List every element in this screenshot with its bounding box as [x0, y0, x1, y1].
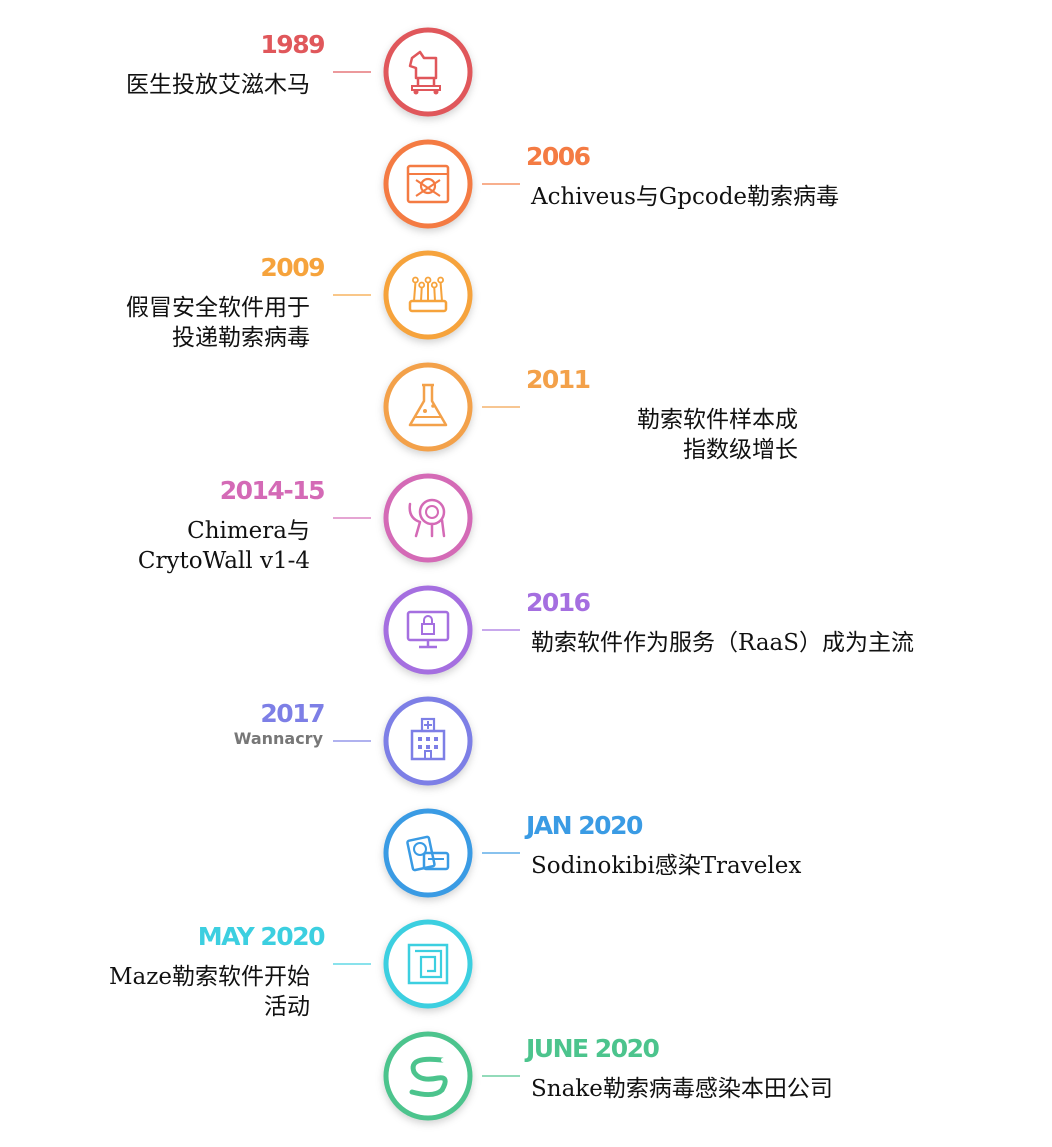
- chimera-beast-icon: [408, 498, 446, 538]
- flask-icon: [408, 383, 448, 427]
- event-description: Snake勒索病毒感染本田公司: [531, 1074, 833, 1104]
- event-description: 医生投放艾滋木马: [126, 70, 310, 100]
- event-year: 2009: [260, 253, 325, 282]
- event-description: Achiveus与Gpcode勒索病毒: [531, 182, 839, 212]
- node-circle: [383, 139, 473, 229]
- description-line: 活动: [264, 994, 310, 1020]
- event-description: Sodinokibi感染Travelex: [531, 851, 801, 881]
- description-line: 指数级增长: [683, 437, 798, 463]
- description-line: Snake勒索病毒感染本田公司: [531, 1076, 833, 1102]
- event-subtitle: Wannacry: [233, 729, 323, 748]
- description-line: Sodinokibi感染Travelex: [531, 853, 802, 879]
- locked-monitor-icon: [406, 610, 450, 649]
- description-line: 勒索软件作为服务（RaaS）成为主流: [531, 630, 915, 656]
- timeline-node: [383, 139, 473, 229]
- event-year: 2011: [526, 365, 591, 394]
- skull-window-icon: [406, 164, 450, 204]
- description-line: Chimera与: [187, 518, 310, 544]
- description-line: Maze勒索软件开始: [109, 964, 310, 990]
- description-line: 投递勒索病毒: [172, 325, 310, 351]
- timeline-node: [383, 362, 473, 452]
- description-line: 医生投放艾滋木马: [126, 72, 310, 98]
- trojan-horse-icon: [408, 50, 441, 95]
- timeline-node: [383, 473, 473, 563]
- event-year: 2016: [526, 588, 591, 617]
- snake-icon: [409, 1056, 448, 1098]
- description-line: CrytoWall v1-4: [137, 548, 310, 574]
- event-description: 勒索软件样本成指数级增长: [637, 405, 798, 465]
- event-description: 假冒安全软件用于投递勒索病毒: [126, 293, 310, 353]
- node-circle: [383, 27, 473, 117]
- event-year: 2006: [526, 142, 591, 171]
- event-description: Maze勒索软件开始活动: [109, 962, 310, 1022]
- timeline-node: [383, 919, 473, 1009]
- event-year: 1989: [260, 30, 325, 59]
- node-circle: [383, 473, 473, 563]
- circuit-chip-icon: [408, 276, 448, 313]
- timeline-node: [383, 585, 473, 675]
- travel-documents-icon: [406, 835, 450, 872]
- event-year: 2017: [260, 699, 325, 728]
- description-line: Achiveus与Gpcode勒索病毒: [531, 184, 840, 210]
- event-year: MAY 2020: [197, 922, 326, 951]
- node-circle: [383, 919, 473, 1009]
- node-circle: [383, 362, 473, 452]
- timeline-node: [383, 27, 473, 117]
- timeline-node: [383, 808, 473, 898]
- node-circle: [383, 1031, 473, 1121]
- event-description: Chimera与 CrytoWall v1-4: [138, 516, 310, 576]
- description-line: 勒索软件样本成: [637, 407, 798, 433]
- maze-icon: [407, 943, 449, 985]
- event-year: JAN 2020: [526, 811, 643, 840]
- event-year: 2014-15: [219, 476, 326, 505]
- node-circle: [383, 585, 473, 675]
- event-description: 勒索软件作为服务（RaaS）成为主流: [531, 628, 914, 658]
- description-line: 假冒安全软件用于: [126, 295, 310, 321]
- hospital-icon: [410, 717, 446, 761]
- timeline-node: [383, 696, 473, 786]
- timeline-node: [383, 1031, 473, 1121]
- timeline-node: [383, 250, 473, 340]
- event-year: JUNE 2020: [526, 1034, 660, 1063]
